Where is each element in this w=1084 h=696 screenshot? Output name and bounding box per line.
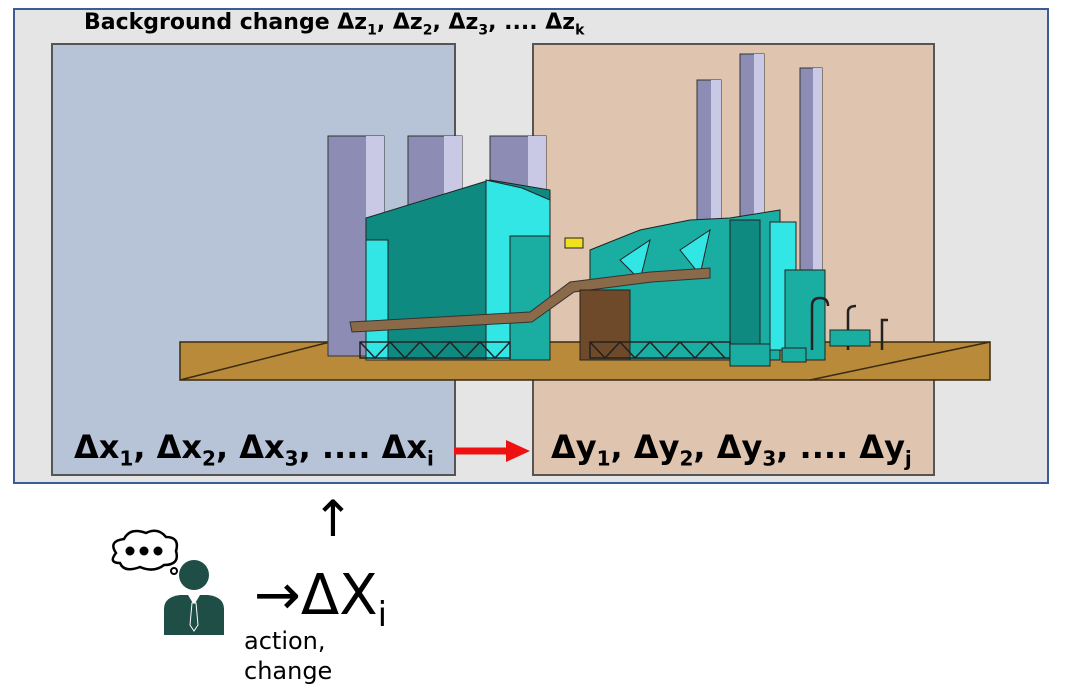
term-symbol: Δz xyxy=(545,10,575,35)
title-terms: Δz1, Δz2, Δz3, .... Δzk xyxy=(337,10,584,35)
term-symbol: Δy xyxy=(859,428,905,466)
term-subscript: 2 xyxy=(423,22,433,38)
term-subscript: j xyxy=(905,446,912,470)
term-separator: , .... xyxy=(776,428,859,466)
term-symbol: Δy xyxy=(717,428,763,466)
term-subscript: i xyxy=(427,446,434,470)
term-subscript: 2 xyxy=(679,446,693,470)
term-subscript: 1 xyxy=(119,446,133,470)
up-arrow-icon: ↑ xyxy=(312,494,354,544)
term-separator: , .... xyxy=(299,428,382,466)
background-change-title: Background change Δz1, Δz2, Δz3, .... Δz… xyxy=(84,10,584,38)
input-changes-label: Δx1, Δx2, Δx3, .... Δxi xyxy=(74,428,434,470)
term-separator: , .... xyxy=(488,10,545,35)
term-symbol: Δx xyxy=(74,428,119,466)
term-symbol: Δy xyxy=(634,428,680,466)
term-subscript: 1 xyxy=(597,446,611,470)
term-separator: , xyxy=(133,428,156,466)
term-separator: , xyxy=(433,10,449,35)
term-symbol: Δy xyxy=(551,428,597,466)
term-symbol: Δz xyxy=(393,10,423,35)
term-subscript: 3 xyxy=(285,446,299,470)
term-subscript: 3 xyxy=(762,446,776,470)
right-arrow-icon xyxy=(450,438,534,464)
term-subscript: 1 xyxy=(367,22,377,38)
term-subscript: k xyxy=(575,22,584,38)
term-subscript: 2 xyxy=(202,446,216,470)
person-icon xyxy=(100,525,230,637)
term-separator: , xyxy=(377,10,393,35)
term-separator: , xyxy=(216,428,239,466)
action-caption: action, change xyxy=(244,626,332,686)
factory-icon xyxy=(170,50,1000,390)
term-symbol: Δx xyxy=(382,428,427,466)
thought-bubble-icon xyxy=(113,531,177,574)
term-symbol: Δx xyxy=(157,428,202,466)
term-symbol: Δz xyxy=(449,10,479,35)
term-symbol: Δz xyxy=(337,10,367,35)
term-subscript: 3 xyxy=(478,22,488,38)
action-delta-x: →ΔXi xyxy=(254,568,387,632)
term-symbol: Δx xyxy=(239,428,284,466)
output-changes-label: Δy1, Δy2, Δy3, .... Δyj xyxy=(551,428,912,470)
term-separator: , xyxy=(693,428,716,466)
term-separator: , xyxy=(611,428,634,466)
